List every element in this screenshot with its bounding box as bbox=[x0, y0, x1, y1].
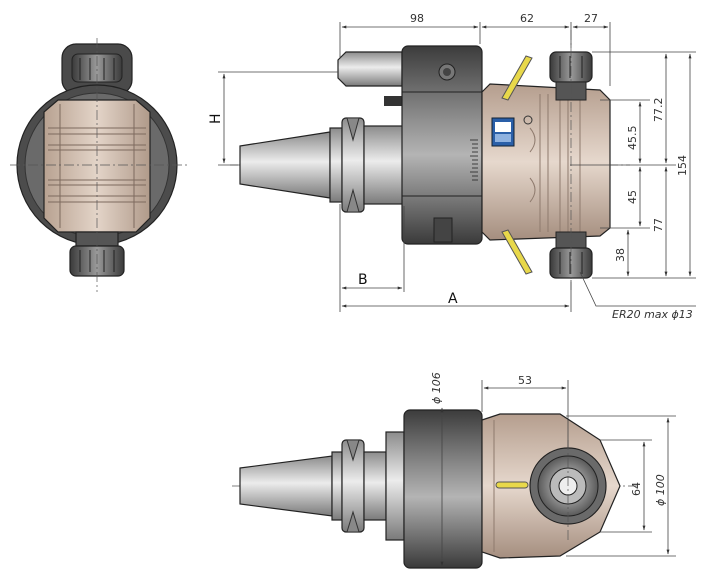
end-view bbox=[10, 38, 190, 292]
angle-head-housing bbox=[481, 83, 611, 241]
dim-38: 38 bbox=[614, 248, 627, 262]
bottom-flange-body bbox=[403, 409, 483, 569]
dim-77-2: 77.2 bbox=[652, 98, 665, 123]
dim-98: 98 bbox=[410, 12, 424, 25]
dim-45: 45 bbox=[626, 190, 639, 204]
dim-53: 53 bbox=[518, 374, 532, 387]
dim-45-5: 45.5 bbox=[626, 126, 639, 151]
yellow-indicator-top bbox=[501, 55, 533, 101]
bottom-dimension-texts: 53 ϕ 106 64 ϕ 100 bbox=[430, 372, 667, 506]
v-flange bbox=[329, 117, 405, 213]
dimension-texts: 98 62 27 77.2 45.5 154 45 77 38 H B A ER… bbox=[208, 12, 693, 321]
label-h: H bbox=[208, 113, 224, 124]
collet-note: ER20 max ϕ13 bbox=[612, 308, 693, 321]
side-view bbox=[230, 30, 630, 290]
dim-77: 77 bbox=[652, 218, 665, 232]
label-a: A bbox=[448, 291, 458, 307]
label-b: B bbox=[358, 272, 368, 288]
taper-shank bbox=[239, 131, 331, 199]
bottom-view bbox=[232, 380, 676, 569]
dim-phi106: ϕ 106 bbox=[430, 372, 443, 404]
dim-62: 62 bbox=[520, 12, 534, 25]
dim-27: 27 bbox=[584, 12, 598, 25]
dim-phi100: ϕ 100 bbox=[654, 474, 667, 506]
stop-pin bbox=[337, 51, 403, 106]
dim-154: 154 bbox=[676, 155, 689, 176]
bottom-collet bbox=[549, 231, 593, 279]
dimension-lines bbox=[218, 22, 696, 312]
brand-logo-icon bbox=[491, 117, 515, 147]
dim-64: 64 bbox=[630, 482, 643, 496]
yellow-indicator-bottom bbox=[501, 229, 533, 275]
